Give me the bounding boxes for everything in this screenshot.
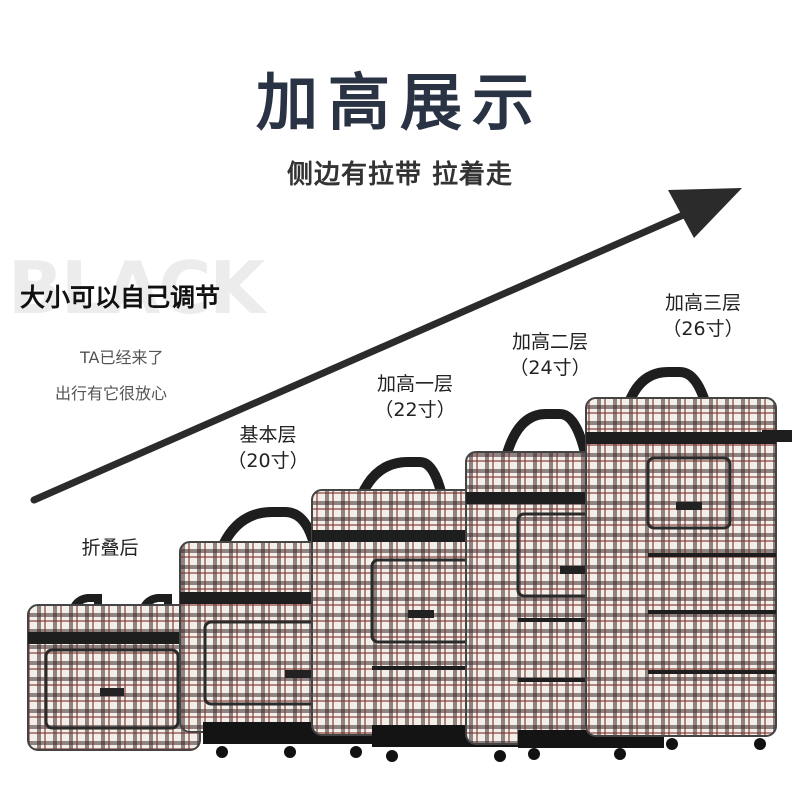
label-folded-name: 折叠后 [81,537,139,559]
background-word: BLACK [8,246,265,330]
label-folded: 折叠后 [60,535,160,561]
label-plus-one-name: 加高一层 [376,373,453,395]
side-line-2: 出行有它很放心 [55,384,168,403]
label-plus-two: 加高二层 （24寸） [495,329,605,381]
adjust-text: 大小可以自己调节 [20,283,221,312]
label-plus-three-size: （26寸） [662,318,744,340]
label-basic-name: 基本层 [239,424,297,446]
label-plus-three: 加高三层 （26寸） [648,290,758,342]
label-plus-two-name: 加高二层 [511,331,588,353]
page-subtitle: 侧边有拉带 拉着走 [286,160,514,190]
label-plus-two-size: （24寸） [509,357,591,379]
page-title: 加高展示 [255,66,544,139]
label-plus-three-name: 加高三层 [664,292,741,314]
side-line-1: TA已经来了 [80,348,164,367]
label-basic-size: （20寸） [227,450,309,472]
label-plus-one-size: （22寸） [374,399,456,421]
label-plus-one: 加高一层 （22寸） [360,371,470,423]
bag-plus-three-26 [585,367,792,750]
label-basic: 基本层 （20寸） [218,422,318,474]
bag-folded [27,594,201,751]
